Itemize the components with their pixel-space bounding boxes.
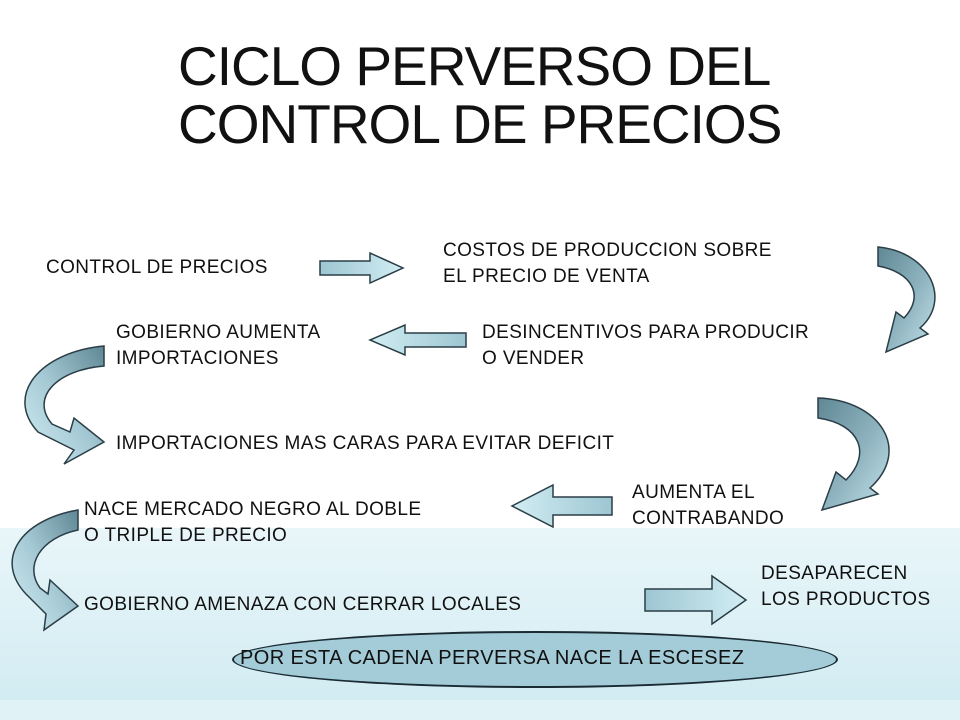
- conclusion-ellipse: [232, 631, 838, 688]
- curved-arrow-4: [11, 509, 80, 632]
- node-control-precios: CONTROL DE PRECIOS: [46, 255, 268, 281]
- page-title-line-2: CONTROL DE PRECIOS: [178, 93, 782, 155]
- node-gobierno-importaciones: GOBIERNO AUMENTA IMPORTACIONES: [116, 320, 321, 372]
- page-title-line-1: CICLO PERVERSO DEL: [178, 35, 771, 97]
- node-label-line-2: LOS PRODUCTOS: [761, 589, 931, 610]
- conclusion-text: POR ESTA CADENA PERVERSA NACE LA ESCESEZ: [240, 647, 745, 669]
- node-desaparecen: DESAPARECEN LOS PRODUCTOS: [761, 561, 931, 613]
- node-label: CONTROL DE PRECIOS: [46, 257, 268, 278]
- curved-arrow-1: [877, 246, 936, 354]
- node-contrabando: AUMENTA EL CONTRABANDO: [632, 480, 784, 532]
- node-label-line-1: AUMENTA EL: [632, 482, 755, 503]
- node-label-line-1: DESINCENTIVOS PARA PRODUCIR: [482, 322, 810, 343]
- node-costos-produccion: COSTOS DE PRODUCCION SOBRE EL PRECIO DE …: [443, 238, 772, 290]
- node-label: GOBIERNO AMENAZA CON CERRAR LOCALES: [84, 594, 522, 615]
- curved-arrow-3: [817, 397, 890, 512]
- node-label-line-1: NACE MERCADO NEGRO AL DOBLE: [84, 499, 422, 520]
- arrow-right-2: [644, 574, 748, 626]
- node-label-line-1: GOBIERNO AUMENTA: [116, 322, 321, 343]
- node-label-line-2: O TRIPLE DE PRECIO: [84, 525, 288, 546]
- node-mercado-negro: NACE MERCADO NEGRO AL DOBLE O TRIPLE DE …: [84, 497, 421, 549]
- node-label-line-2: CONTRABANDO: [632, 508, 785, 529]
- arrow-left-2: [510, 483, 613, 529]
- background-band: [0, 528, 960, 720]
- arrow-left-1: [368, 323, 467, 357]
- node-desincentivos: DESINCENTIVOS PARA PRODUCIR O VENDER: [482, 320, 809, 372]
- arrow-right-1: [319, 251, 405, 285]
- node-importaciones-caras: IMPORTACIONES MAS CARAS PARA EVITAR DEFI…: [116, 431, 614, 457]
- node-label-line-1: DESAPARECEN: [761, 563, 908, 584]
- node-label-line-2: IMPORTACIONES: [116, 348, 279, 369]
- node-label-line-1: COSTOS DE PRODUCCION SOBRE: [443, 240, 772, 261]
- node-label-line-2: EL PRECIO DE VENTA: [443, 266, 650, 287]
- node-label: IMPORTACIONES MAS CARAS PARA EVITAR DEFI…: [116, 433, 615, 454]
- curved-arrow-2: [24, 345, 106, 465]
- node-label-line-2: O VENDER: [482, 348, 585, 369]
- node-amenaza: GOBIERNO AMENAZA CON CERRAR LOCALES: [84, 592, 521, 618]
